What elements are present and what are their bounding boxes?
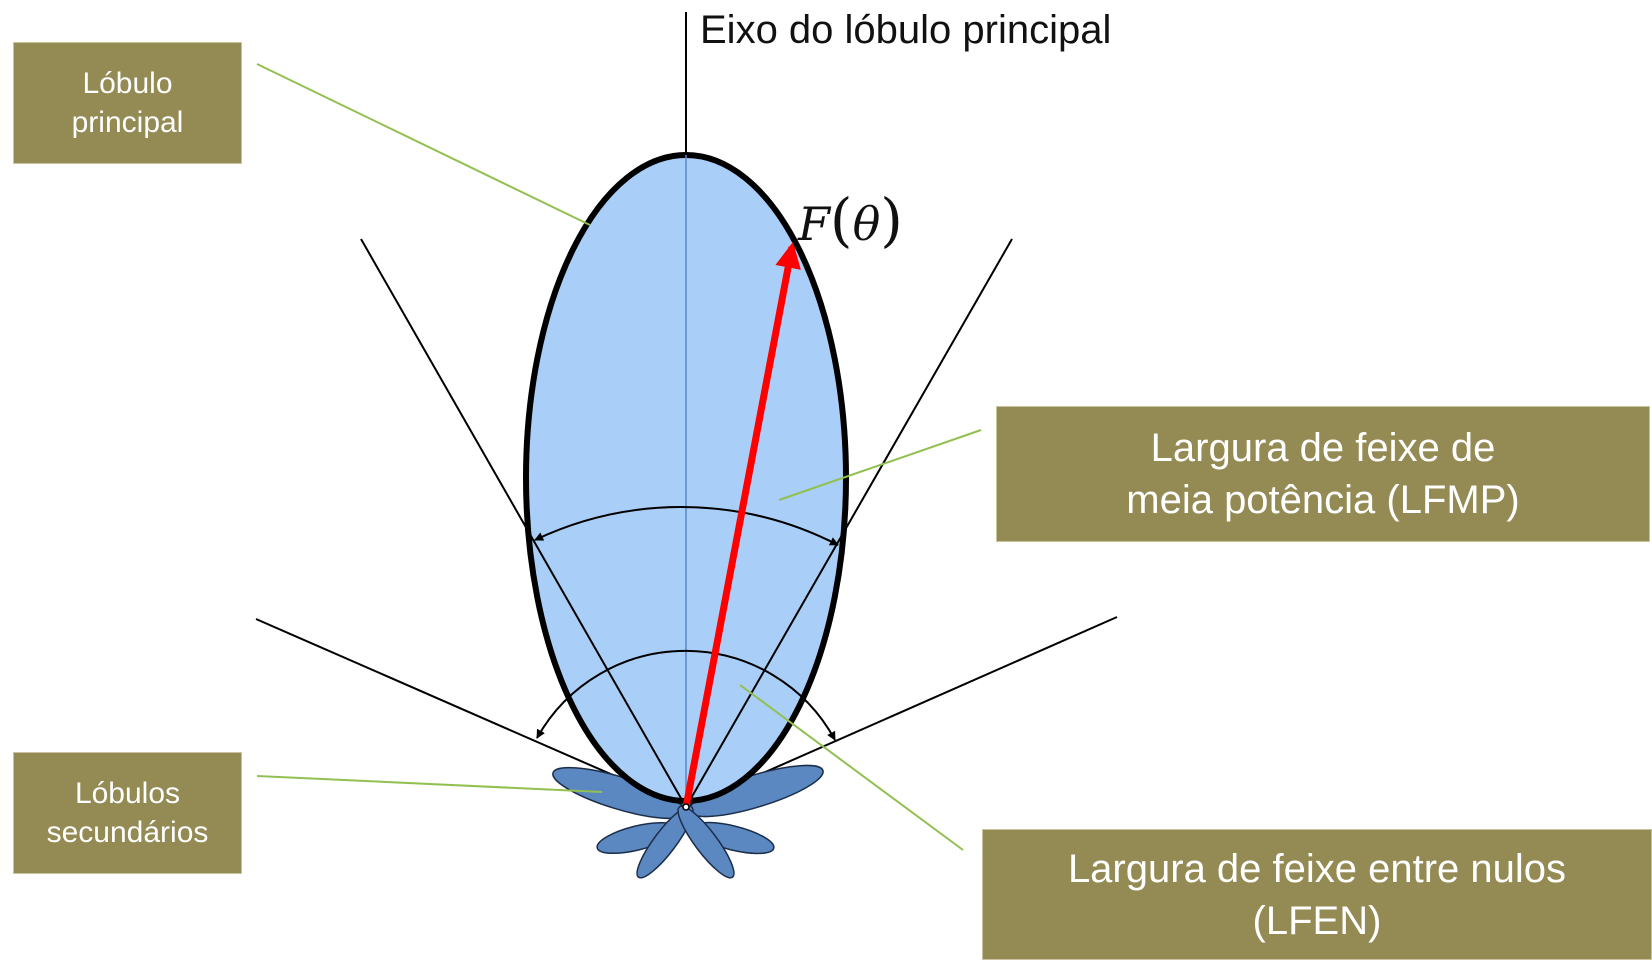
leader-line-hpbw bbox=[778, 429, 982, 501]
null-beamwidth-arc bbox=[536, 649, 836, 741]
radiation-function-label: F(θ) bbox=[798, 186, 903, 254]
hpbw-label-line-2: meia potência (LFMP) bbox=[1126, 478, 1520, 522]
function-symbol: F bbox=[798, 197, 830, 251]
null-beamwidth-label-box: Largura de feixe entre nulos (LFEN) bbox=[982, 829, 1652, 960]
radiation-vector-arrow bbox=[682, 241, 801, 808]
main-lobe-label-line-1: Lóbulo bbox=[82, 67, 173, 100]
leader-line-side-lobes bbox=[256, 775, 603, 793]
side-lobes bbox=[552, 764, 824, 879]
fnbw-label-line-1: Largura de feixe entre nulos bbox=[1067, 846, 1567, 891]
leader-line-fnbw bbox=[739, 684, 964, 851]
side-lobes-label-line-2: secundários bbox=[46, 816, 209, 849]
half-power-beamwidth-label-box: Largura de feixe de meia potência (LFMP) bbox=[996, 406, 1650, 542]
open-paren: ( bbox=[829, 186, 853, 254]
leader-line-main-lobe bbox=[256, 63, 591, 226]
main-lobe-label-box: Lóbulo principal bbox=[13, 42, 242, 164]
half-power-line-right bbox=[685, 238, 1013, 808]
side-lobe-lower-left-inner bbox=[636, 805, 694, 879]
close-paren: ) bbox=[880, 186, 903, 254]
side-lobe-lower-right-inner bbox=[677, 805, 735, 879]
side-lobes-label-box: Lóbulos secundários bbox=[13, 752, 242, 874]
origin-point bbox=[682, 803, 690, 811]
theta-symbol: θ bbox=[852, 197, 881, 251]
half-power-line-left bbox=[360, 238, 687, 808]
side-lobes-label-line-1: Lóbulos bbox=[74, 777, 181, 810]
half-power-beamwidth-arc bbox=[534, 506, 839, 546]
main-lobe-label-line-2: principal bbox=[71, 106, 184, 139]
main-lobe-axis-label: Eixo do lóbulo principal bbox=[700, 8, 1112, 52]
fnbw-label-line-2: (LFEN) bbox=[1252, 898, 1382, 943]
hpbw-label-line-1: Largura de feixe de bbox=[1150, 426, 1496, 470]
